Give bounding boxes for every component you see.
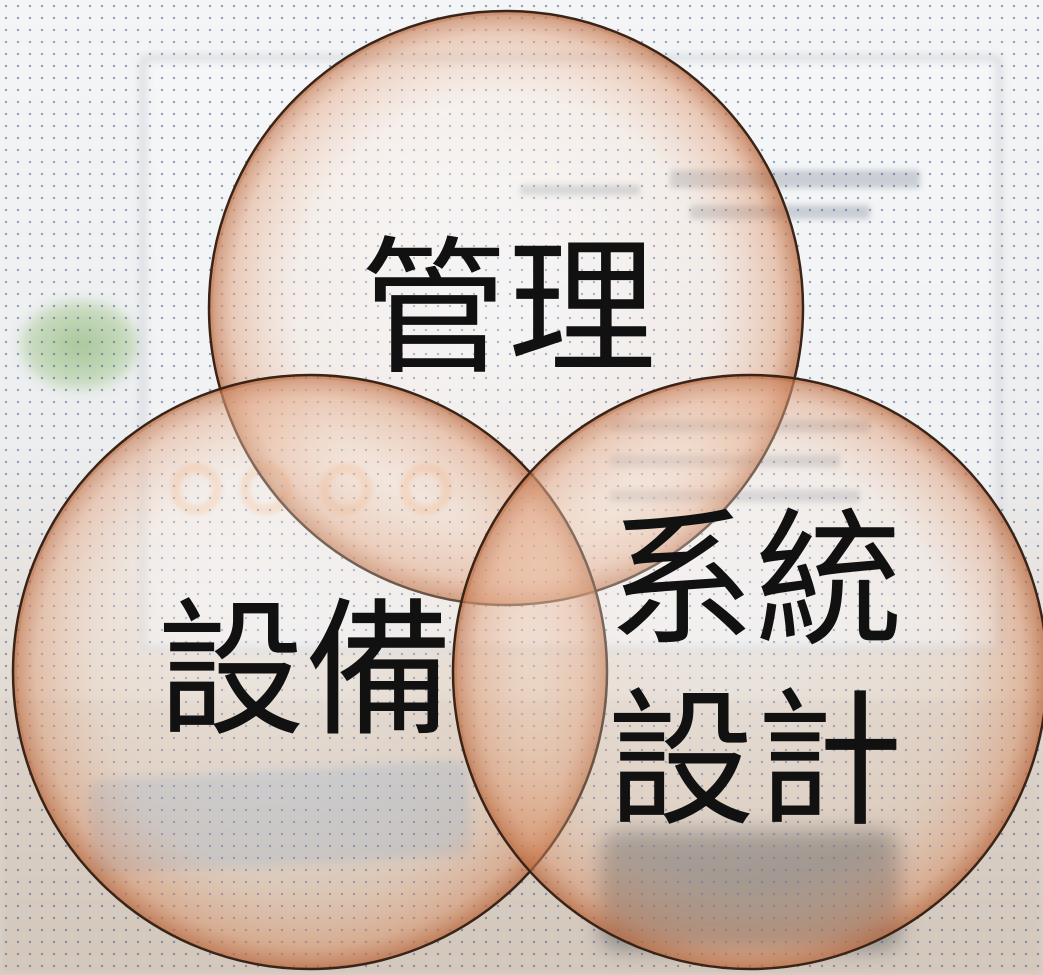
label-equipment: 設備 [157,585,453,757]
circle-equipment [11,373,609,971]
circle-system-design [451,373,1043,971]
label-system-design-line-2: 設計 [607,675,903,847]
label-management: 管理 [360,223,656,395]
label-system-design-line-1: 系統 [607,495,903,667]
